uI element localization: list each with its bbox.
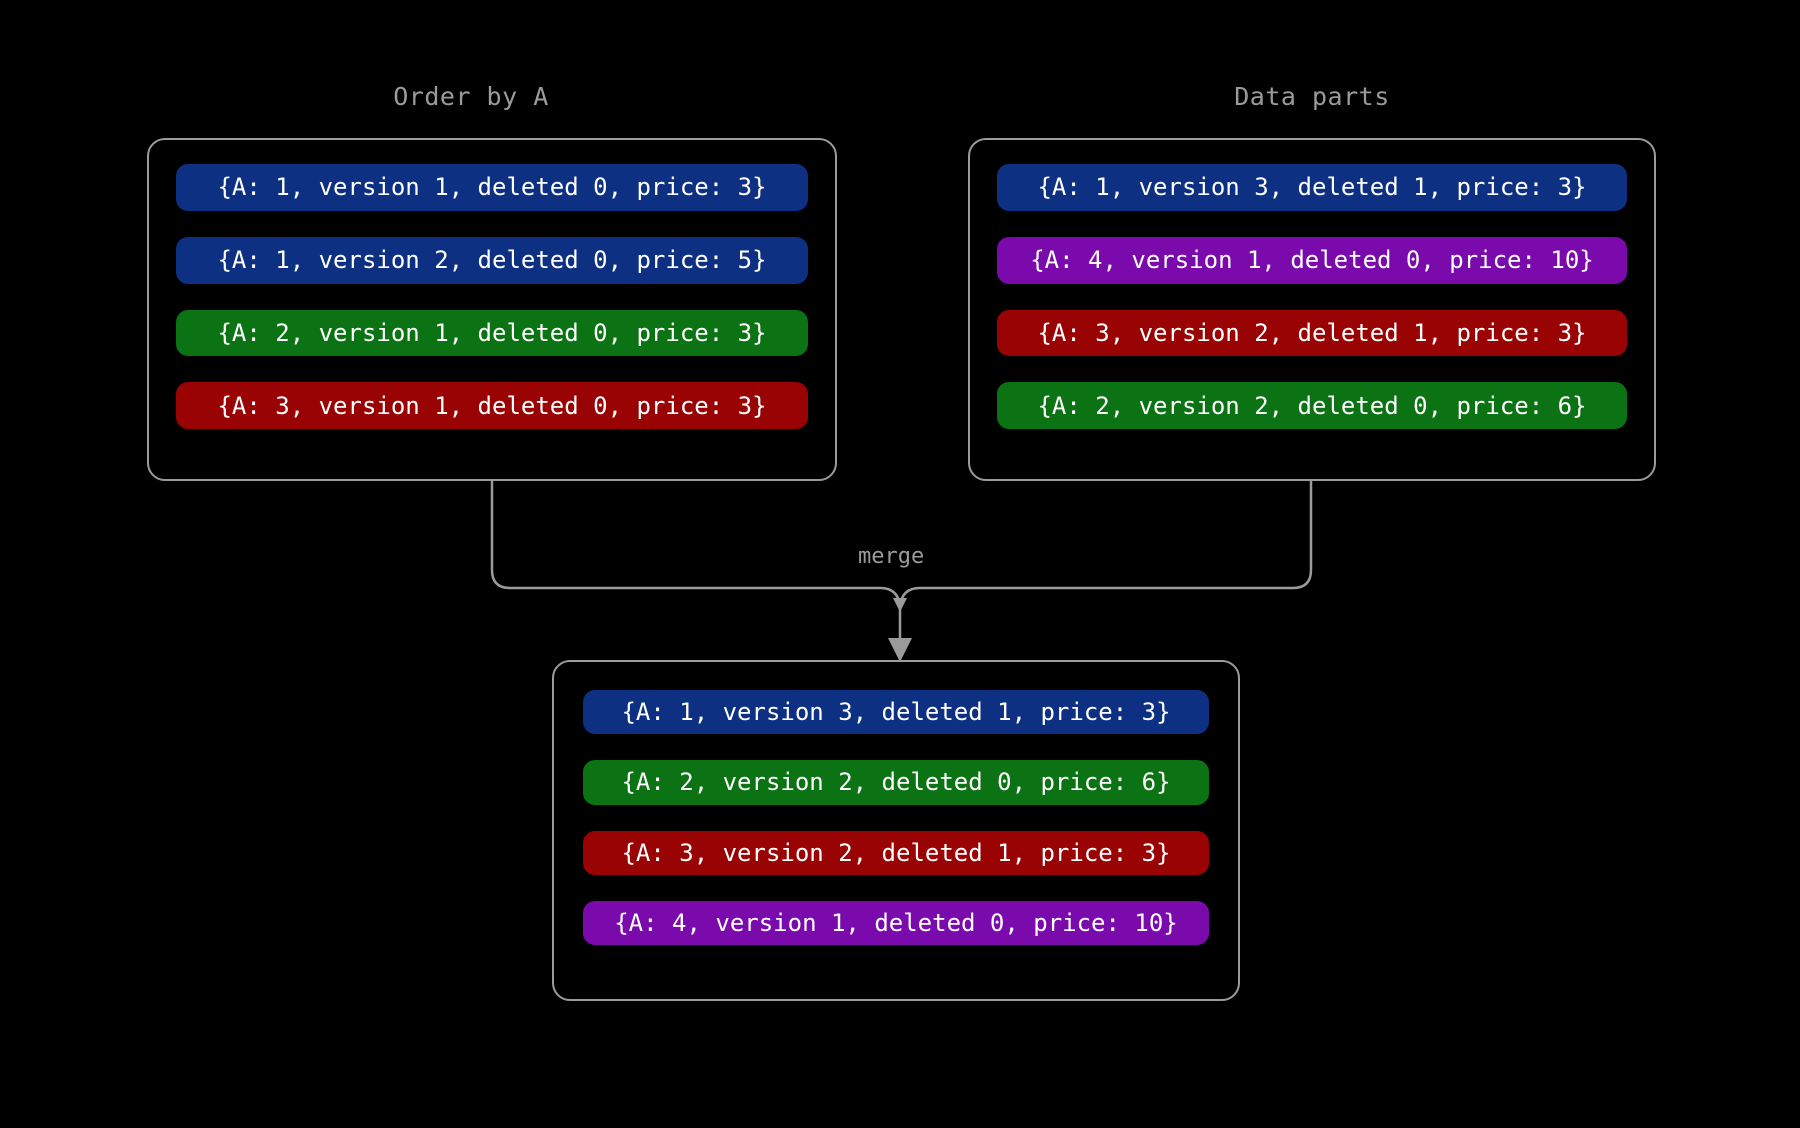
record-row[interactable]: {A: 4, version 1, deleted 0, price: 10} bbox=[583, 900, 1209, 945]
panel-order-by: {A: 1, version 1, deleted 0, price: 3} {A… bbox=[147, 138, 837, 481]
record-list-merged: {A: 1, version 3, deleted 1, price: 3} {A… bbox=[554, 662, 1238, 999]
record-row[interactable]: {A: 3, version 2, deleted 1, price: 3} bbox=[997, 309, 1627, 357]
group-title-order-by: Order by A bbox=[393, 82, 549, 111]
record-row[interactable]: {A: 1, version 3, deleted 1, price: 3} bbox=[997, 164, 1627, 211]
record-row[interactable]: {A: 1, version 2, deleted 0, price: 5} bbox=[176, 236, 808, 284]
record-list-data-parts: {A: 1, version 3, deleted 1, price: 3} {A… bbox=[970, 140, 1654, 479]
group-title-data-parts: Data parts bbox=[1234, 82, 1390, 111]
connector-path-left bbox=[490, 479, 902, 608]
down-arrow-icon-mid bbox=[893, 598, 907, 612]
connector-path-right bbox=[898, 479, 1313, 608]
record-row[interactable]: {A: 1, version 3, deleted 1, price: 3} bbox=[583, 690, 1209, 735]
panel-data-parts: {A: 1, version 3, deleted 1, price: 3} {A… bbox=[968, 138, 1656, 481]
record-row[interactable]: {A: 2, version 2, deleted 0, price: 6} bbox=[997, 382, 1627, 429]
record-row[interactable]: {A: 1, version 1, deleted 0, price: 3} bbox=[176, 164, 808, 211]
record-row[interactable]: {A: 2, version 2, deleted 0, price: 6} bbox=[583, 760, 1209, 805]
merge-label: merge bbox=[858, 544, 925, 569]
record-row[interactable]: {A: 3, version 2, deleted 1, price: 3} bbox=[583, 830, 1209, 875]
record-list-order-by: {A: 1, version 1, deleted 0, price: 3} {A… bbox=[149, 140, 835, 479]
down-arrow-icon bbox=[888, 638, 912, 662]
record-row[interactable]: {A: 3, version 1, deleted 0, price: 3} bbox=[176, 382, 808, 429]
record-row[interactable]: {A: 4, version 1, deleted 0, price: 10} bbox=[997, 236, 1627, 284]
record-row[interactable]: {A: 2, version 1, deleted 0, price: 3} bbox=[176, 309, 808, 357]
panel-merged-result: {A: 1, version 3, deleted 1, price: 3} {A… bbox=[552, 660, 1240, 1001]
